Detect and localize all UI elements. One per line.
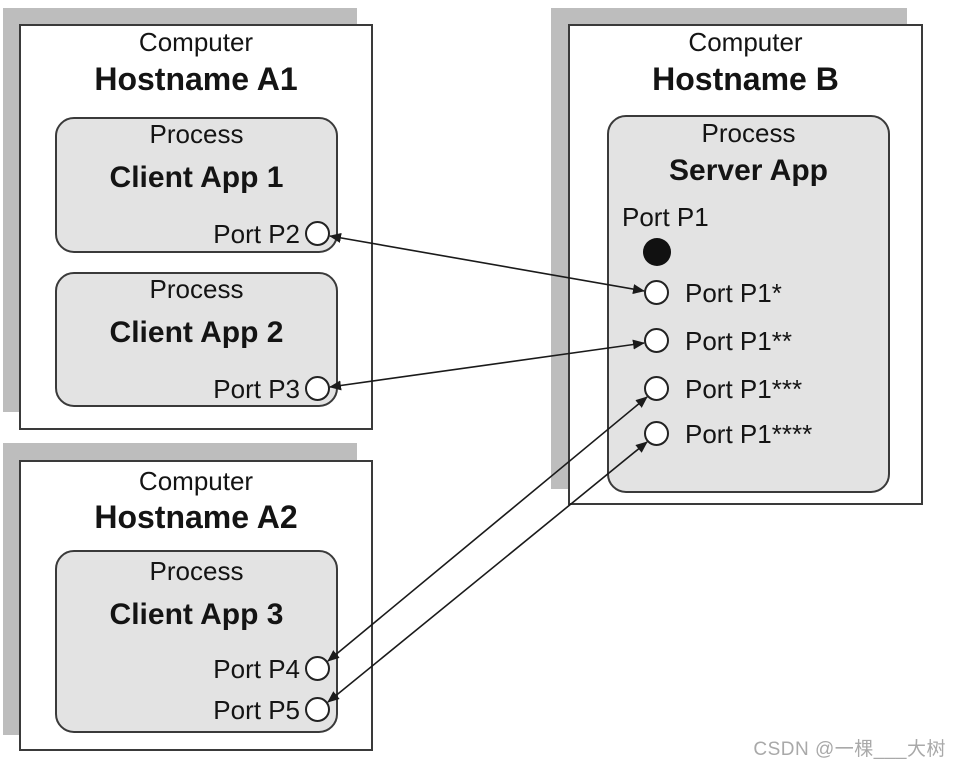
port-p4-circle	[305, 656, 330, 681]
port-p3-row: Port P3	[213, 373, 330, 404]
port-p1star2-row: Port P1**	[644, 325, 792, 356]
computer-a1-box: Computer Hostname A1 Process Client App …	[19, 24, 373, 430]
port-p1star2-label: Port P1**	[685, 325, 792, 356]
port-p1star3-circle	[644, 376, 669, 401]
port-p1star3-row: Port P1***	[644, 373, 803, 404]
server-app-name: Server App	[669, 154, 828, 187]
port-p1star4-label: Port P1****	[685, 418, 813, 449]
port-p2-row: Port P2	[213, 218, 330, 249]
port-p2-label: Port P2	[213, 218, 300, 249]
computer-a1-hostname: Hostname A1	[94, 61, 298, 97]
client-app-1-name: Client App 1	[109, 161, 284, 194]
port-p5-circle	[305, 697, 330, 722]
port-p1star-row: Port P1*	[644, 277, 782, 308]
port-p1star4-circle	[644, 421, 669, 446]
computer-a2-box: Computer Hostname A2 Process Client App …	[19, 460, 373, 751]
process-server-app-box: Process Server App Port P1 Port P1* Port…	[607, 115, 890, 493]
process-client-app-3-box: Process Client App 3 Port P4 Port P5	[55, 550, 338, 733]
process-client-app-1-box: Process Client App 1 Port P2	[55, 117, 338, 253]
process-client-app-2-box: Process Client App 2 Port P3	[55, 272, 338, 407]
port-p1star4-row: Port P1****	[644, 418, 813, 449]
port-p1-label: Port P1	[622, 202, 709, 232]
port-p1star2-circle	[644, 328, 669, 353]
port-p3-circle	[305, 376, 330, 401]
port-p1star-circle	[644, 280, 669, 305]
client-app-3-name: Client App 3	[109, 598, 284, 631]
port-p5-label: Port P5	[213, 694, 300, 725]
process-3-type-label: Process	[149, 556, 244, 586]
computer-a1-type-label: Computer	[138, 27, 254, 57]
csdn-watermark: CSDN @一棵___大树	[753, 739, 946, 760]
process-1-type-label: Process	[149, 119, 244, 149]
port-p2-circle	[305, 221, 330, 246]
computer-a2-type-label: Computer	[138, 466, 254, 496]
port-p4-label: Port P4	[213, 653, 300, 684]
process-server-type-label: Process	[701, 118, 796, 148]
client-app-2-name: Client App 2	[109, 316, 284, 349]
computer-a2-hostname: Hostname A2	[94, 499, 298, 535]
port-p4-row: Port P4	[213, 653, 330, 684]
port-p5-row: Port P5	[213, 694, 330, 725]
computer-b-hostname: Hostname B	[652, 61, 839, 97]
computer-b-type-label: Computer	[688, 27, 803, 57]
port-p1star-label: Port P1*	[685, 277, 782, 308]
port-p1-listening-dot	[643, 238, 671, 266]
port-p3-label: Port P3	[213, 373, 300, 404]
process-2-type-label: Process	[149, 274, 244, 304]
computer-b-box: Computer Hostname B Process Server App P…	[568, 24, 923, 505]
port-p1star3-label: Port P1***	[685, 373, 803, 404]
